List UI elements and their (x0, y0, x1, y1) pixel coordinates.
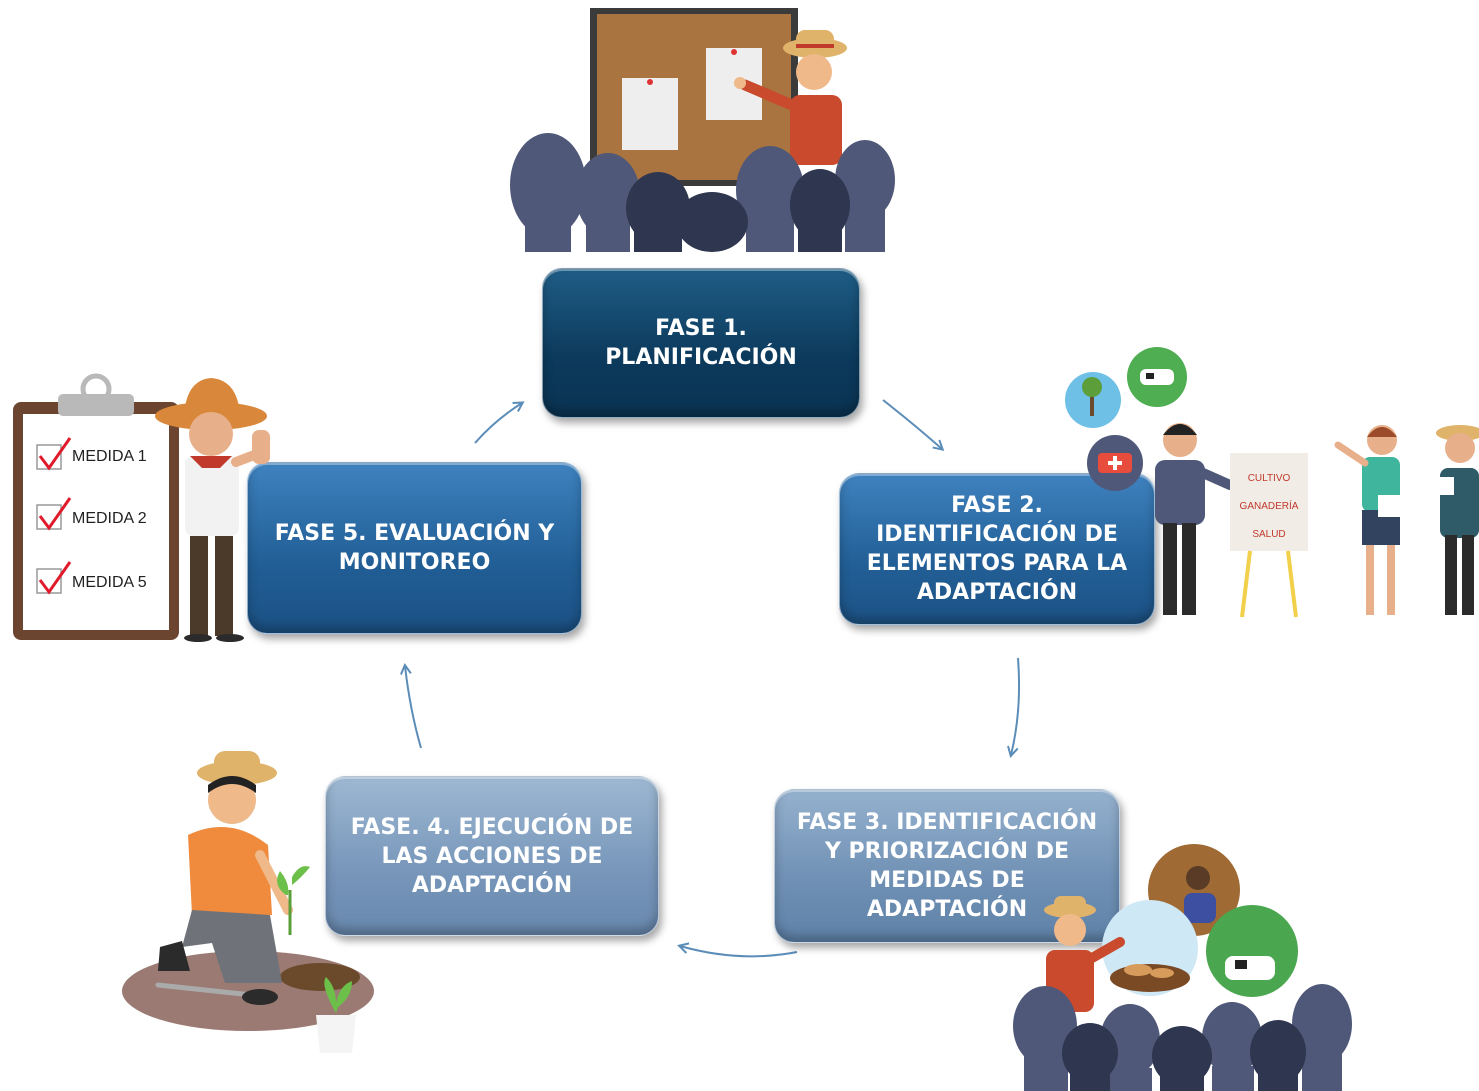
arrow-5-to-1 (474, 403, 522, 444)
flipchart-item-1: GANADERÍA (1240, 499, 1299, 512)
arrow-4-to-5 (405, 666, 422, 749)
arrow-1-to-2 (882, 399, 942, 449)
phase-3-label: FASE 3. IDENTIFICACIÓN Y PRIORIZACIÓN DE… (796, 810, 1098, 922)
checklist-item-2: MEDIDA 5 (72, 574, 147, 591)
planning-meeting-illustration (510, 8, 895, 252)
identification-illustration: CULTIVO GANADERÍA SALUD (1065, 347, 1479, 618)
phase-2-box: FASE 2. IDENTIFICACIÓN DE ELEMENTOS PARA… (839, 473, 1155, 625)
phase-4-box: FASE. 4. EJECUCIÓN DE LAS ACCIONES DE AD… (325, 776, 659, 936)
phase-2-label: FASE 2. IDENTIFICACIÓN DE ELEMENTOS PARA… (866, 493, 1128, 605)
checklist-item-0: MEDIDA 1 (72, 448, 147, 465)
checklist-farmer-illustration: MEDIDA 1 MEDIDA 2 MEDIDA 5 (13, 373, 270, 642)
phase-1-box: FASE 1. PLANIFICACIÓN (542, 268, 860, 418)
arrow-2-to-3 (1011, 657, 1021, 755)
flipchart-item-0: CULTIVO (1248, 473, 1291, 484)
planting-farmer-illustration (122, 751, 374, 1053)
phase-1-label: FASE 1. PLANIFICACIÓN (605, 316, 797, 370)
phase-5-label: FASE 5. EVALUACIÓN Y MONITOREO (274, 521, 555, 575)
flipchart-item-2: SALUD (1252, 529, 1285, 540)
arrow-3-to-4 (680, 946, 798, 958)
checklist-item-1: MEDIDA 2 (72, 510, 147, 527)
phase-4-label: FASE. 4. EJECUCIÓN DE LAS ACCIONES DE AD… (350, 814, 634, 898)
prioritization-illustration (1013, 844, 1352, 1091)
phase-5-box: FASE 5. EVALUACIÓN Y MONITOREO (247, 462, 582, 634)
